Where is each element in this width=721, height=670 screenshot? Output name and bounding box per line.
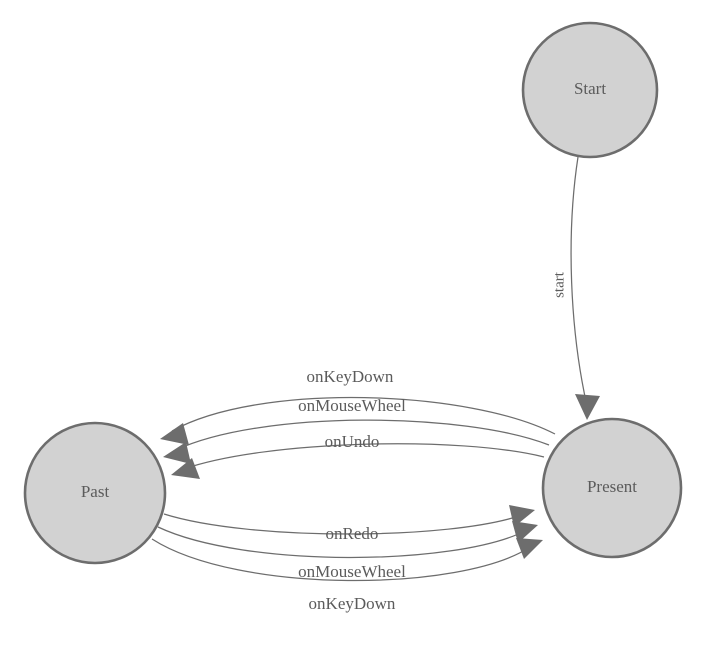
edge-label-past-present-redo: onRedo xyxy=(326,524,379,543)
edge-path-present-past-keydown xyxy=(171,396,556,435)
node-start-label: Start xyxy=(574,79,606,98)
node-present[interactable]: Present xyxy=(541,417,683,559)
edge-present-to-past-onkeydown[interactable] xyxy=(160,396,556,445)
edge-present-to-past-onundo[interactable] xyxy=(171,443,545,479)
edge-past-to-present-onkeydown[interactable] xyxy=(151,538,543,582)
edge-start-to-present[interactable] xyxy=(570,156,600,420)
arrowhead-past-present-redo xyxy=(509,505,535,527)
arrowhead-start-present xyxy=(575,394,600,420)
node-past-circle[interactable] xyxy=(23,421,167,565)
node-start-circle[interactable] xyxy=(521,21,659,159)
edge-label-present-past-keydown: onKeyDown xyxy=(307,367,394,386)
edge-label-start: start xyxy=(551,271,567,298)
edge-path-past-present-mousewheel xyxy=(157,526,526,559)
node-present-label: Present xyxy=(587,477,637,496)
edge-path-start-present xyxy=(570,156,588,407)
edge-label-present-past-undo: onUndo xyxy=(325,432,380,451)
node-past[interactable]: Past xyxy=(23,421,167,565)
edge-label-past-present-mousewheel: onMouseWheel xyxy=(298,562,406,581)
edge-path-present-past-undo xyxy=(183,443,545,470)
edge-past-to-present-onredo[interactable] xyxy=(163,505,535,535)
edge-label-past-present-keydown: onKeyDown xyxy=(309,594,396,613)
edge-past-to-present-onmousewheel[interactable] xyxy=(157,521,538,559)
edge-path-present-past-mousewheel xyxy=(175,419,550,451)
arrowhead-past-present-mousewheel xyxy=(512,521,538,543)
edge-present-to-past-onmousewheel[interactable] xyxy=(163,419,550,464)
edge-path-past-present-keydown xyxy=(151,538,531,582)
node-past-label: Past xyxy=(81,482,110,501)
arrowhead-present-past-mousewheel xyxy=(163,442,191,464)
node-present-circle[interactable] xyxy=(541,417,683,559)
arrowhead-present-past-keydown xyxy=(160,423,189,445)
edge-label-present-past-mousewheel: onMouseWheel xyxy=(298,396,406,415)
arrowhead-past-present-keydown xyxy=(516,538,543,559)
node-start[interactable]: Start xyxy=(521,21,659,159)
edge-path-past-present-redo xyxy=(163,513,523,535)
arrowhead-present-past-undo xyxy=(171,458,200,479)
